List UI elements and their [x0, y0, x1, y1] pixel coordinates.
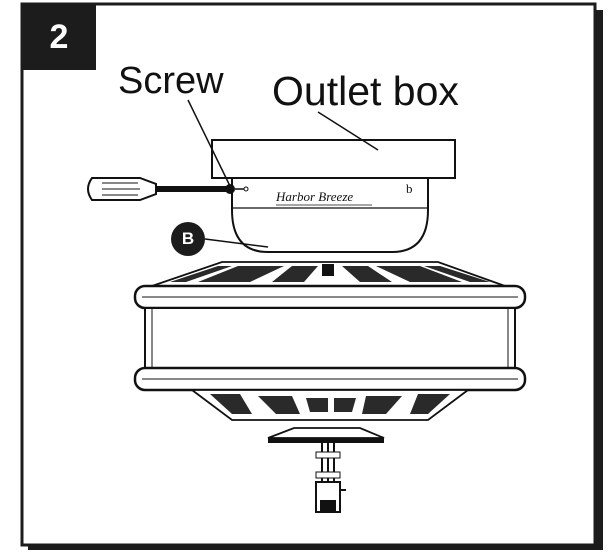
step-number-badge: 2 [22, 4, 96, 70]
outlet-leader [317, 111, 379, 151]
screwdriver [87, 177, 226, 201]
screw-leader [187, 99, 231, 187]
motor-body [144, 307, 516, 369]
part-b-callout: B [171, 222, 205, 256]
canopy [231, 177, 429, 253]
motor-housing-bottom [189, 389, 471, 421]
brand-mark: b [406, 181, 413, 196]
brand-logo: Harbor Breeze [275, 189, 353, 204]
wire-connector [315, 481, 346, 513]
screw-label: Screw [118, 60, 224, 102]
screw-hole [243, 186, 249, 192]
outlet-box [211, 139, 456, 179]
wiring [315, 443, 341, 482]
part-b-leader [204, 238, 269, 248]
mounting-plate-base [268, 438, 384, 443]
outlet-box-label: Outlet box [272, 68, 459, 114]
screw-head [225, 184, 235, 194]
